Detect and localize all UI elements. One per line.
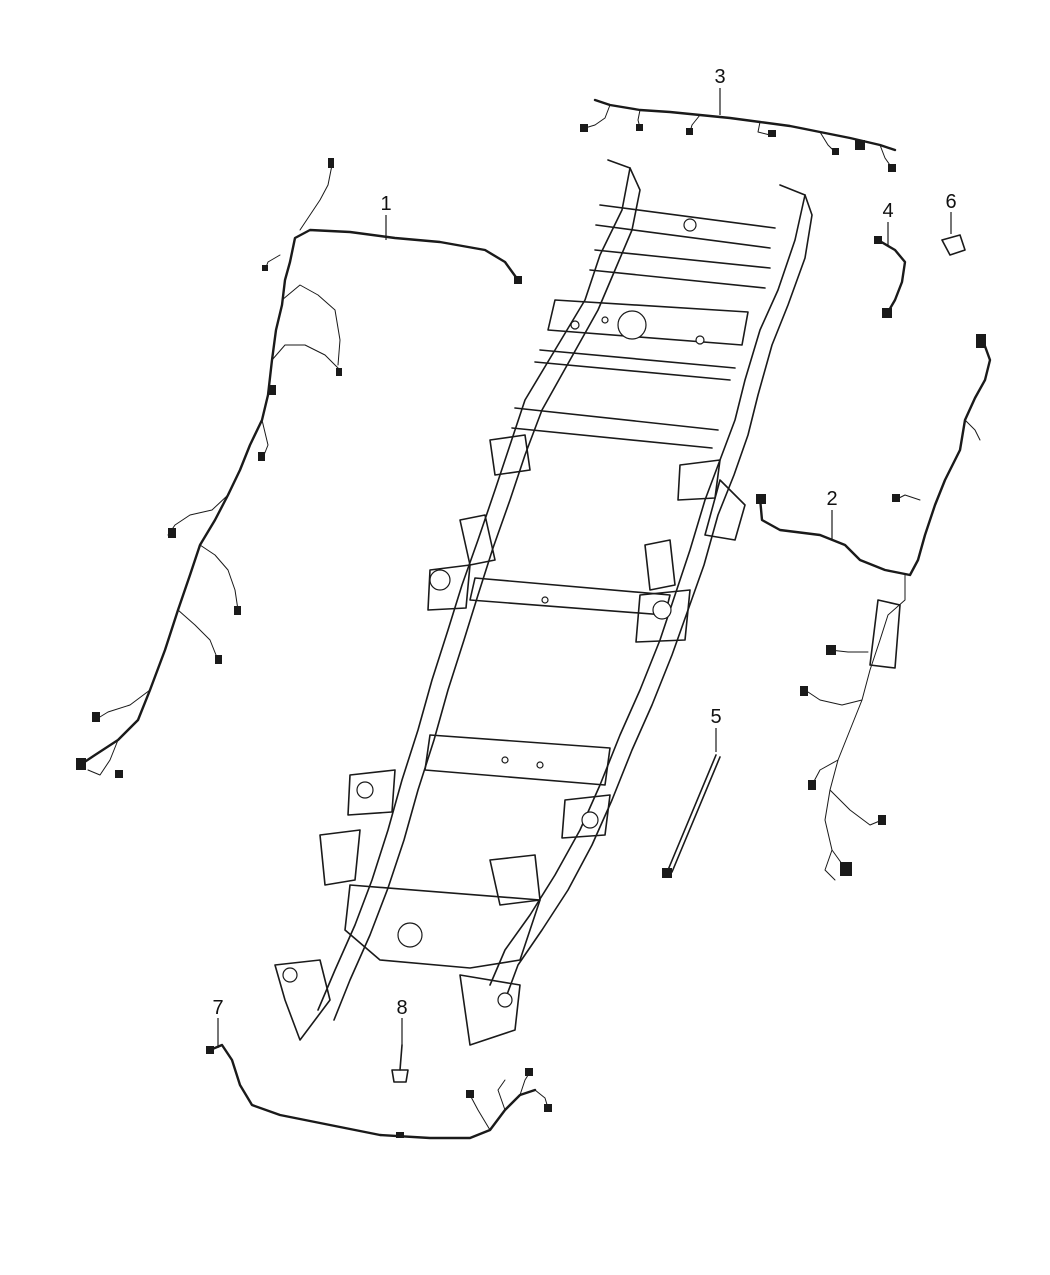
- callout-6: 6: [945, 191, 956, 213]
- part-6-grommet: [941, 234, 966, 256]
- part-7-harness: [206, 1043, 552, 1140]
- part-3-harness: [580, 98, 897, 172]
- callout-4: 4: [882, 200, 893, 222]
- callout-8: 8: [396, 997, 407, 1019]
- part-5-tie-strap: [662, 754, 721, 878]
- part-1-harness: [76, 158, 522, 778]
- vehicle-frame: [274, 159, 813, 1046]
- callout-leaders: [217, 88, 952, 1048]
- callout-5: 5: [710, 706, 721, 728]
- callout-1: 1: [380, 193, 391, 215]
- callout-2: 2: [826, 488, 837, 510]
- part-4-harness: [874, 236, 907, 318]
- part-2-harness: [756, 334, 992, 881]
- part-8-sensor: [391, 1044, 409, 1083]
- callout-3: 3: [714, 66, 725, 88]
- callout-7: 7: [212, 997, 223, 1019]
